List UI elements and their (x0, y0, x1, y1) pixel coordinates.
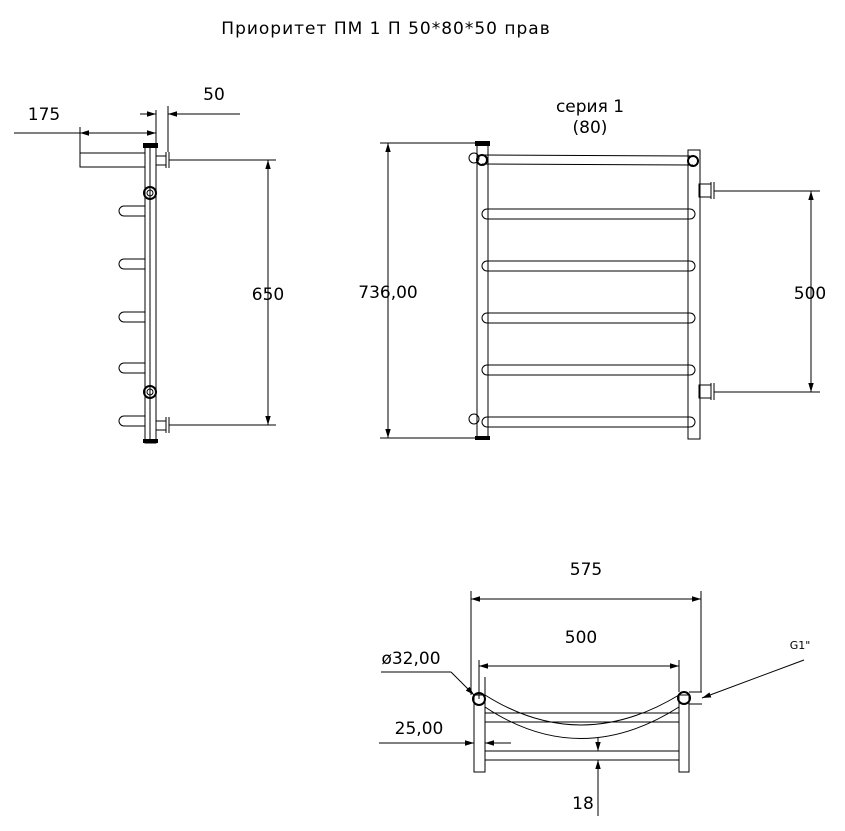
top-view-offset-label: 25,00 (395, 719, 444, 739)
front-view-right-post (687, 149, 701, 440)
top-view-total-width-label: 575 (570, 560, 602, 580)
top-view-inner-width-label: 500 (565, 628, 597, 648)
side-view-offset-label: 50 (203, 85, 225, 105)
side-view-boss-top (143, 186, 157, 200)
front-view-center-distance-label: 500 (794, 284, 826, 304)
series-sub-label: (80) (573, 118, 608, 138)
side-view: 175 50 650 (14, 85, 284, 444)
front-view-total-height-label: 736,00 (358, 283, 417, 303)
top-view-left-post (473, 694, 486, 773)
side-view-boss-bottom (143, 385, 157, 399)
side-view-top-rod (79, 152, 146, 168)
side-view-rungs (118, 205, 145, 427)
top-view-thread-label: G1" (790, 639, 811, 652)
top-view: 575 500 ø32,00 G1" 25,00 18 (379, 560, 810, 816)
front-view-fittings (698, 182, 715, 400)
front-view-left-post (476, 142, 489, 440)
side-view-height-label: 650 (252, 285, 284, 305)
top-view-shelf-curve (484, 694, 680, 726)
top-view-gap-label: 18 (572, 794, 594, 814)
side-view-depth-label: 175 (28, 105, 60, 125)
series-label: серия 1 (556, 97, 624, 117)
top-view-pipe-diameter-label: ø32,00 (381, 649, 440, 669)
front-view: серия 1 (80) (358, 97, 826, 440)
drawing-title: Приоритет ПМ 1 П 50*80*50 прав (221, 19, 550, 39)
top-view-right-post (678, 694, 690, 773)
front-view-rails (476, 154, 699, 428)
